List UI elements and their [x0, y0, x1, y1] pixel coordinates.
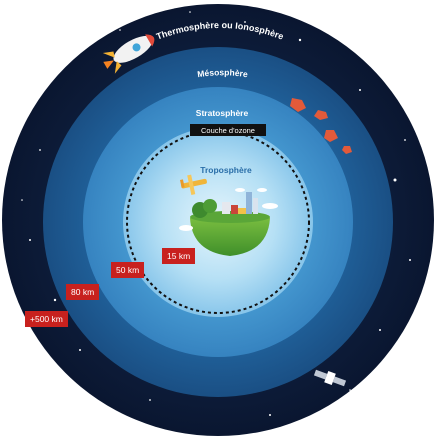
altitude-badge-500km: +500 km [25, 311, 68, 327]
airplane-icon [180, 174, 207, 195]
altitude-badge-80km: 80 km [66, 284, 100, 300]
mesosphere-label: Mésosphère [197, 67, 249, 79]
troposphere-label: Troposphère [200, 165, 252, 175]
satellite-icon [313, 369, 347, 387]
ozone-label: Couche d'ozone [201, 126, 255, 135]
meteor-icon [290, 98, 352, 154]
stratosphere-label: Stratosphère [196, 108, 249, 118]
rocket-icon [102, 34, 155, 74]
stars [21, 11, 411, 416]
altitude-badge-50km: 50 km [111, 262, 145, 278]
earth-icon [179, 188, 278, 256]
ozone-label-box [190, 124, 266, 136]
altitude-badge-15km: 15 km [162, 248, 196, 264]
